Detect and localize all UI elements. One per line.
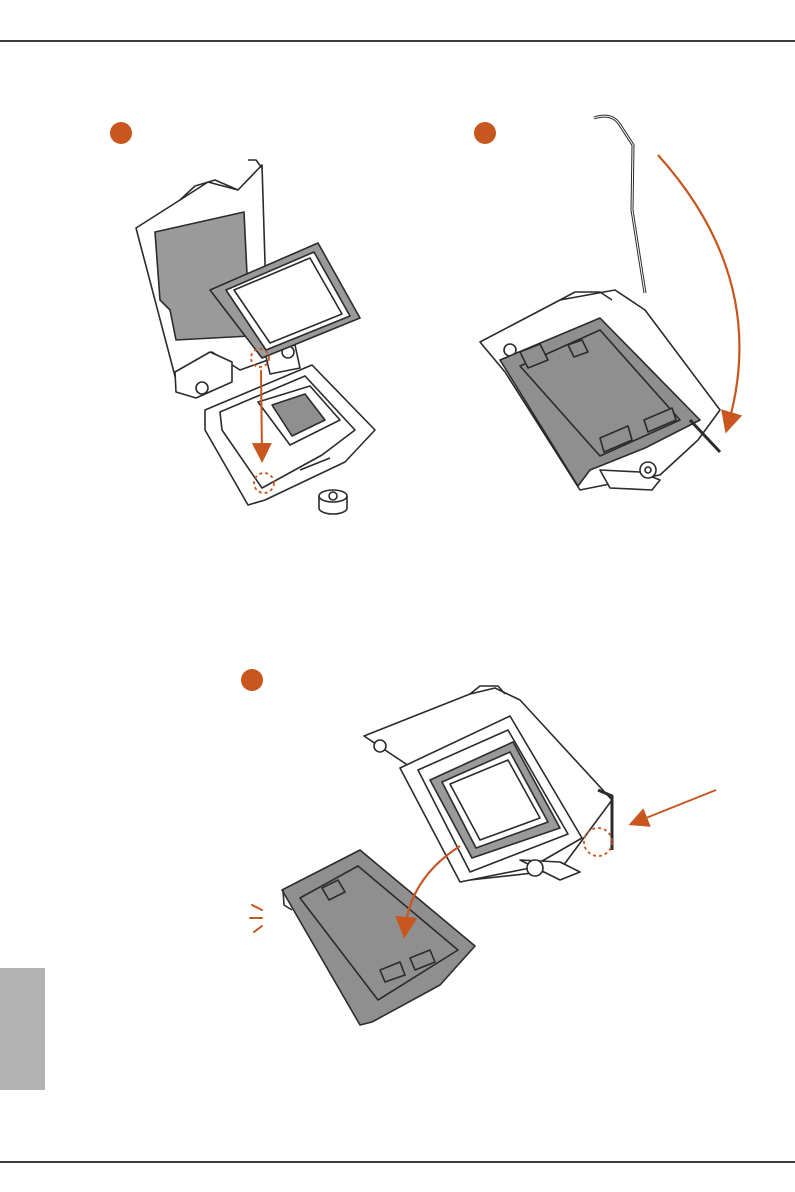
- screw: [319, 490, 347, 514]
- retention-lever: [594, 116, 645, 293]
- step-2-marker: [474, 122, 496, 144]
- step-3-marker: [241, 669, 263, 691]
- footer-rule: [0, 1161, 795, 1163]
- lever-close-illustration: [480, 116, 720, 490]
- cpu-insert-illustration: [136, 160, 375, 514]
- click-marks: [250, 905, 262, 932]
- step-1-marker: [110, 122, 132, 144]
- language-side-tab: [0, 968, 45, 1090]
